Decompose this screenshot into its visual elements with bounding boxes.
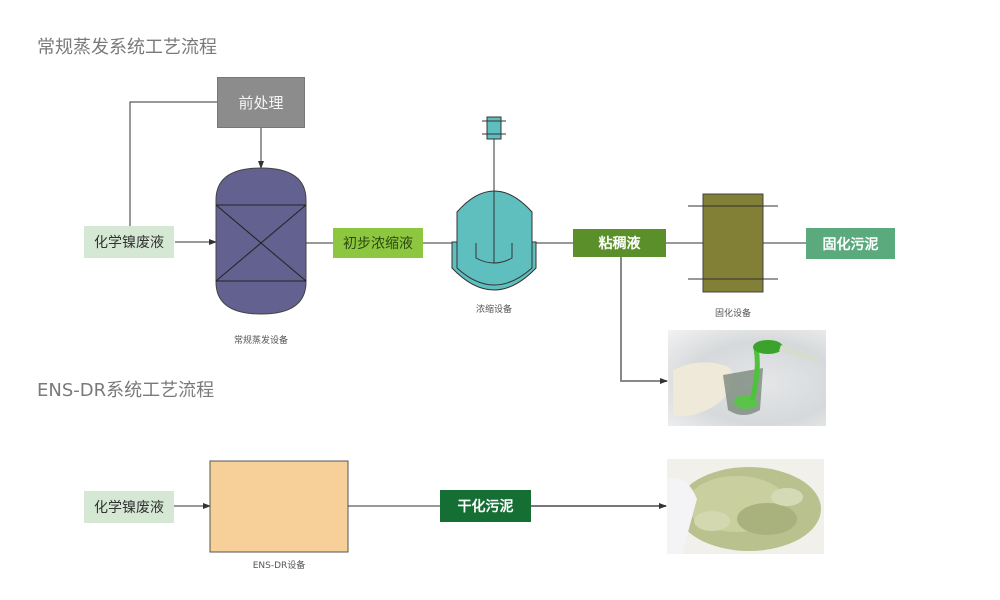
ens-dr-process-title: ENS-DR系统工艺流程	[37, 380, 215, 401]
dried-sludge-photo	[667, 459, 824, 554]
evaporator-vessel	[215, 167, 307, 315]
solidified-sludge-node: 固化污泥	[806, 228, 895, 259]
viscous-liquid-photo	[668, 330, 826, 426]
ens-dr-unit	[209, 460, 349, 553]
solidifier-caption: 固化设备	[714, 309, 751, 319]
ens-dr-caption: ENS-DR设备	[252, 561, 306, 571]
solidifier-unit	[688, 193, 778, 293]
concentrator-vessel	[451, 116, 537, 291]
conventional-process-title: 常规蒸发系统工艺流程	[37, 37, 217, 58]
pretreatment-node: 前处理	[217, 77, 305, 128]
viscous-liquid-node: 粘稠液	[573, 229, 666, 257]
dried-sludge-node: 干化污泥	[440, 490, 531, 522]
evaporator-caption: 常规蒸发设备	[233, 336, 288, 346]
ens-waste-liquid-node: 化学镍废液	[84, 491, 174, 523]
arrow-viscous-to-photo	[620, 257, 668, 384]
primary-concentrate-node: 初步浓缩液	[333, 228, 423, 258]
line-waste-to-pretreatment	[129, 101, 217, 228]
concentrator-caption: 浓缩设备	[475, 305, 512, 315]
waste-liquid-node: 化学镍废液	[84, 226, 174, 258]
